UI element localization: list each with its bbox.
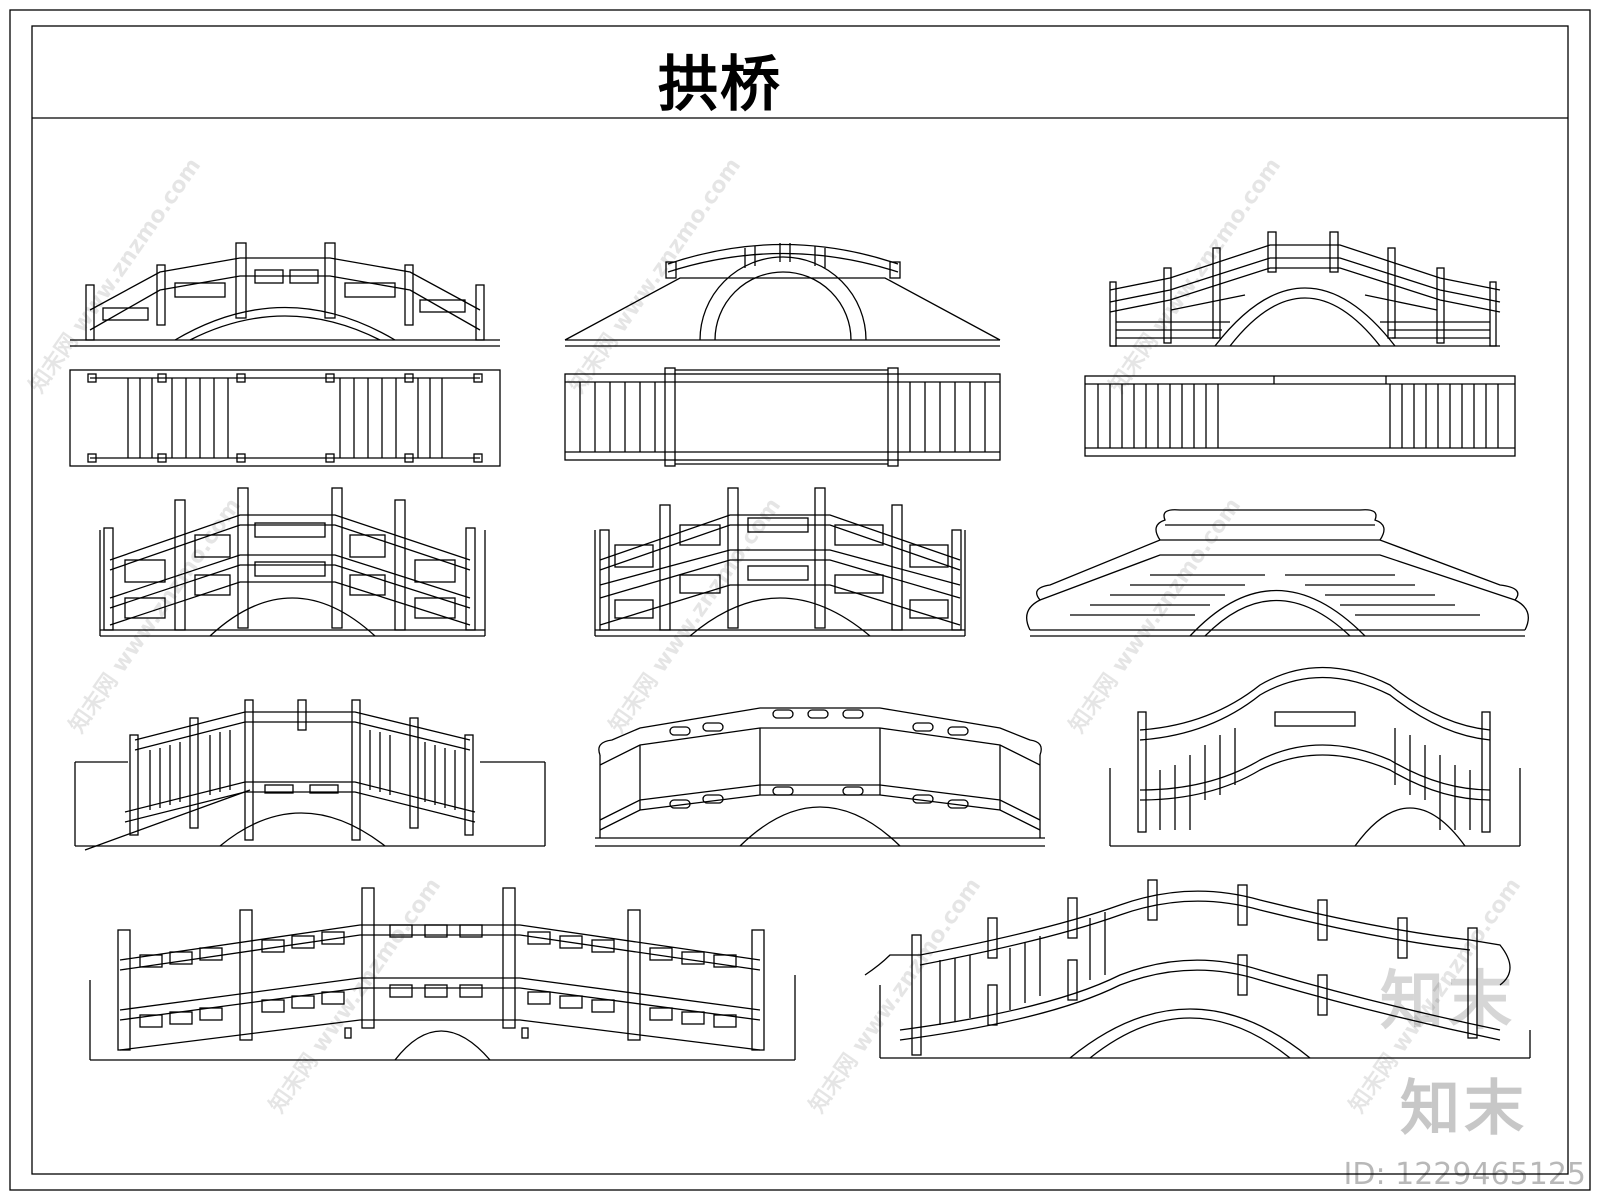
bridge-elevation-1 [70,242,500,347]
bridge-plan-2 [564,367,1001,467]
bridge-plan-3 [1084,375,1516,457]
id-label: ID: 1229465125 [1343,1157,1586,1192]
bridge-elevation-6 [1026,509,1529,637]
bridge-elevation-11 [864,879,1531,1059]
bridge-plan-1 [69,369,501,467]
outer-border [9,9,1591,1191]
bridge-elevation-2 [564,243,1001,347]
page-title: 拱桥 [658,50,782,120]
bridge-elevation-8 [595,707,1045,847]
inner-border [31,25,1569,1175]
bridge-elevation-4 [99,487,486,637]
bridge-elevation-9 [1109,666,1521,847]
logo-lower: 知末 [1400,1074,1528,1144]
bridge-elevation-10 [89,887,796,1061]
bridge-elevation-3 [1109,231,1501,347]
logo-upper: 知末 [1380,965,1516,1039]
bridge-elevation-5 [594,487,966,637]
bridge-elevation-7 [74,699,546,851]
